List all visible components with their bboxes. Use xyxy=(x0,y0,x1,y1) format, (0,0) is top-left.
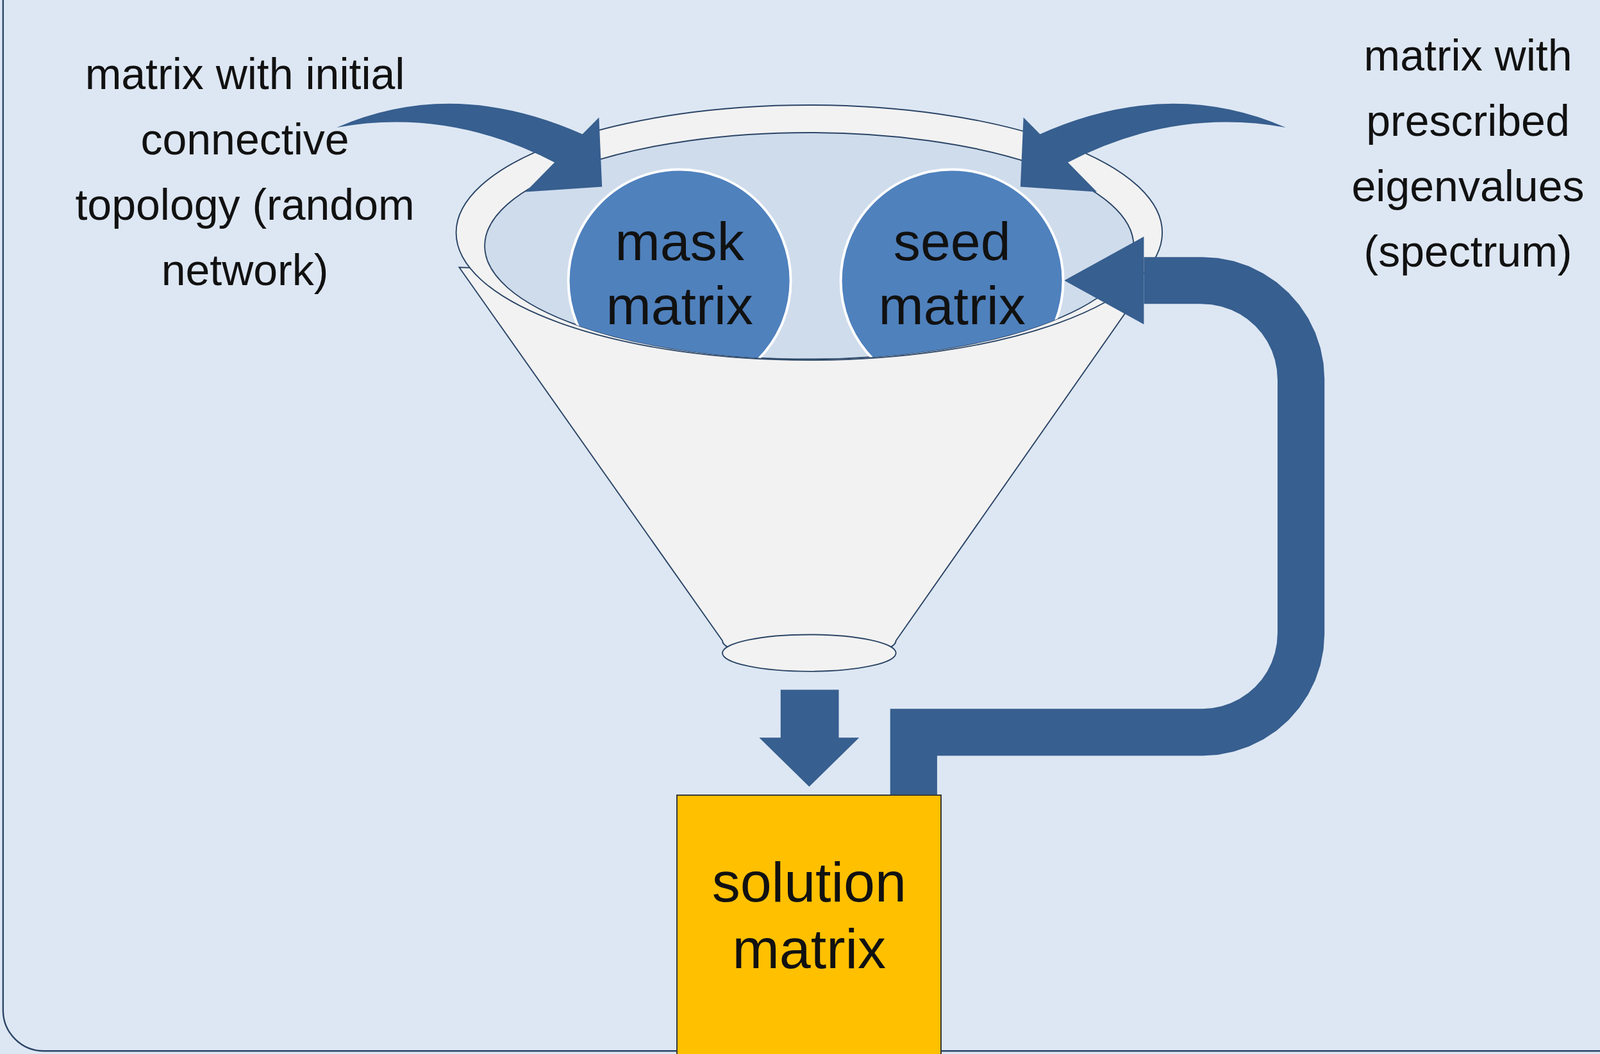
circle-fill xyxy=(841,169,1064,392)
node-text: mask matrix xyxy=(583,210,776,338)
panel xyxy=(3,0,1600,1052)
input-label: matrix with prescribed eigenvalues (spec… xyxy=(1339,22,1597,284)
node-text: solution matrix xyxy=(706,849,912,983)
input-arrow-head xyxy=(1020,117,1097,192)
input-arrow-head xyxy=(525,117,602,192)
output-arrow xyxy=(758,689,859,787)
connector-line xyxy=(913,280,1301,795)
circle-fill xyxy=(568,169,792,392)
input-arrow xyxy=(1038,103,1286,164)
funnel-spout xyxy=(722,635,897,672)
input-label: matrix with initial connective topology … xyxy=(58,41,431,303)
seed-circle: seed matrix xyxy=(839,168,1065,393)
node-text: seed matrix xyxy=(855,210,1049,338)
solution-box: solution matrix xyxy=(676,794,942,1054)
input-arrow xyxy=(336,103,584,164)
mask-circle: mask matrix xyxy=(567,168,792,393)
arrow-head xyxy=(1064,236,1144,325)
